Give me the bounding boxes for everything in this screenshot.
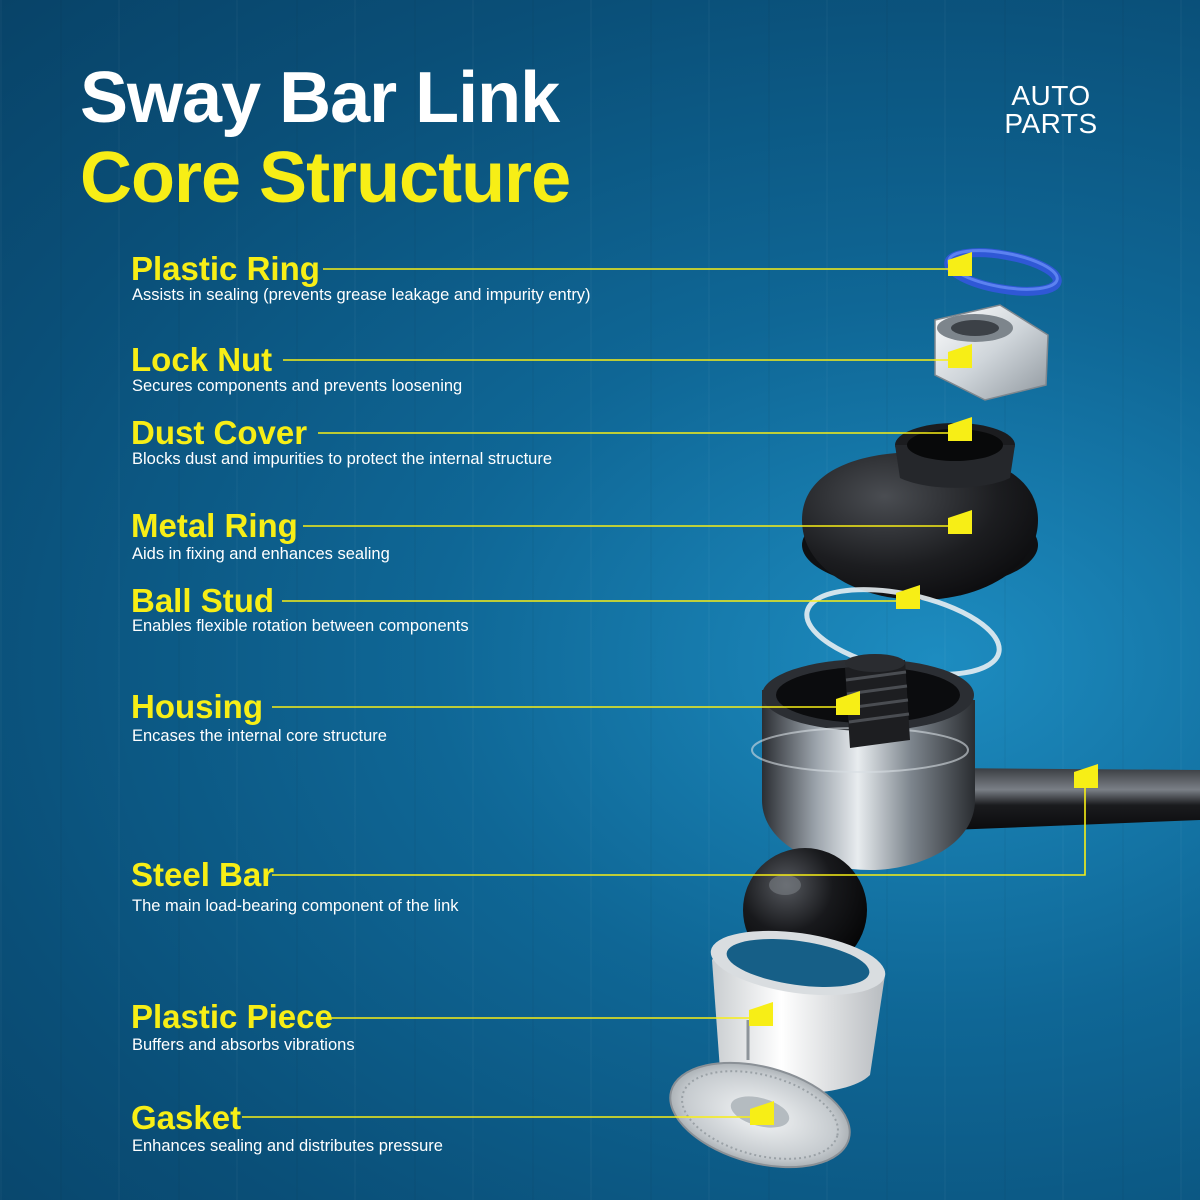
label-metal-ring: Metal Ring [131,507,298,544]
label-lock-nut: Lock Nut [131,341,273,378]
label-gasket: Gasket [131,1099,242,1136]
marker-plastic-ring [948,252,972,276]
label-plastic-piece: Plastic Piece [131,998,333,1035]
marker-lock-nut [948,344,972,368]
plastic-piece-shape [710,930,886,1094]
desc-lock-nut: Secures components and prevents loosenin… [132,377,463,395]
dust-cover-shape [802,423,1038,600]
steel-bar-shape [940,768,1200,830]
marker-ball-stud [896,585,920,609]
brand-line-2: PARTS [1004,108,1098,139]
label-dust-cover: Dust Cover [131,414,308,451]
desc-dust-cover: Blocks dust and impurities to protect th… [132,450,553,468]
desc-plastic-ring: Assists in sealing (prevents grease leak… [132,286,591,304]
leader-markers [749,252,1098,1125]
marker-dust-cover [948,417,972,441]
lock-nut-shape [934,304,1049,401]
title-line-1: Sway Bar Link [80,58,560,138]
desc-metal-ring: Aids in fixing and enhances sealing [132,545,390,563]
marker-steel-bar [1074,764,1098,788]
desc-plastic-piece: Buffers and absorbs vibrations [132,1036,355,1054]
desc-steel-bar: The main load-bearing component of the l… [132,897,459,915]
marker-metal-ring [948,510,972,534]
label-housing: Housing [131,688,263,725]
desc-housing: Encases the internal core structure [132,727,387,745]
leader-lines [242,268,1086,1118]
label-steel-bar: Steel Bar [131,856,275,893]
label-ball-stud: Ball Stud [131,582,275,619]
label-plastic-ring: Plastic Ring [131,250,320,287]
brand-line-1: AUTO [1011,80,1091,111]
brand-logo: AUTO PARTS [996,82,1106,138]
desc-ball-stud: Enables flexible rotation between compon… [132,617,469,635]
housing-shape [751,659,975,870]
desc-gasket: Enhances sealing and distributes pressur… [132,1137,443,1155]
title-line-2: Core Structure [80,138,571,218]
marker-housing [836,691,860,715]
marker-plastic-piece [749,1002,773,1026]
marker-gasket [750,1101,774,1125]
